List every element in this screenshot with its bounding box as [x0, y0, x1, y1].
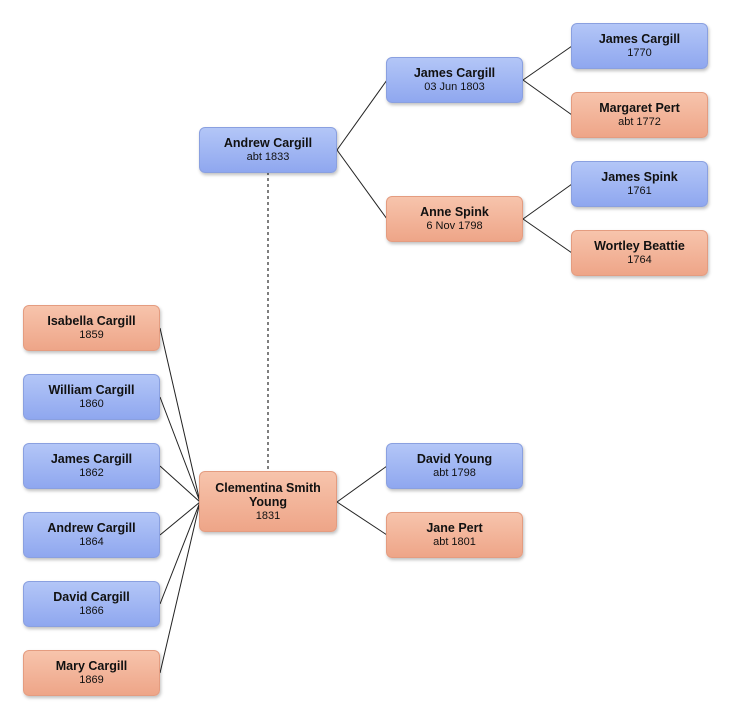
- person-date: 1862: [79, 467, 104, 479]
- person-date: abt 1772: [618, 116, 661, 128]
- person-name: Jane Pert: [426, 521, 483, 535]
- parent-link: [336, 79, 388, 151]
- person-date: 1866: [79, 605, 104, 617]
- child-link: [159, 327, 201, 503]
- person-andrew-cargill-1833[interactable]: Andrew Cargill abt 1833: [199, 127, 337, 173]
- person-date: 1770: [627, 47, 652, 59]
- person-mary-cargill[interactable]: Mary Cargill 1869: [23, 650, 160, 696]
- parent-link: [522, 45, 573, 81]
- person-david-young[interactable]: David Young abt 1798: [386, 443, 523, 489]
- person-name: Margaret Pert: [599, 101, 680, 115]
- parent-link: [522, 183, 573, 220]
- person-clementina-smith-young[interactable]: Clementina Smith Young 1831: [199, 471, 337, 532]
- parent-link: [522, 218, 573, 254]
- person-isabella-cargill[interactable]: Isabella Cargill 1859: [23, 305, 160, 351]
- person-date: abt 1801: [433, 536, 476, 548]
- person-jane-pert[interactable]: Jane Pert abt 1801: [386, 512, 523, 558]
- person-name: Mary Cargill: [55, 659, 128, 673]
- person-william-cargill[interactable]: William Cargill 1860: [23, 374, 160, 420]
- person-margaret-pert[interactable]: Margaret Pert abt 1772: [571, 92, 708, 138]
- person-name: David Young: [416, 452, 493, 466]
- person-name: David Cargill: [53, 590, 130, 604]
- person-james-cargill-1862[interactable]: James Cargill 1862: [23, 443, 160, 489]
- person-james-cargill-1803[interactable]: James Cargill 03 Jun 1803: [386, 57, 523, 103]
- parent-link: [336, 465, 388, 503]
- person-wortley-beattie[interactable]: Wortley Beattie 1764: [571, 230, 708, 276]
- person-name: James Spink: [601, 170, 678, 184]
- person-date: 1869: [79, 674, 104, 686]
- person-date: 1859: [79, 329, 104, 341]
- person-date: 6 Nov 1798: [426, 220, 483, 232]
- person-name: James Cargill: [598, 32, 681, 46]
- person-date: 1860: [79, 398, 104, 410]
- person-date: 03 Jun 1803: [424, 81, 485, 93]
- person-name: Clementina Smith Young: [215, 480, 321, 509]
- person-name: Isabella Cargill: [47, 314, 136, 328]
- person-james-cargill-1770[interactable]: James Cargill 1770: [571, 23, 708, 69]
- person-date: 1831: [255, 509, 281, 522]
- child-link: [159, 501, 201, 605]
- person-anne-spink[interactable]: Anne Spink 6 Nov 1798: [386, 196, 523, 242]
- person-name: James Cargill: [413, 66, 496, 80]
- person-date: abt 1833: [246, 151, 290, 163]
- person-date: 1864: [79, 536, 104, 548]
- person-james-spink[interactable]: James Spink 1761: [571, 161, 708, 207]
- person-name: James Cargill: [50, 452, 133, 466]
- person-name: Anne Spink: [420, 205, 489, 219]
- child-link: [159, 501, 201, 674]
- person-david-cargill[interactable]: David Cargill 1866: [23, 581, 160, 627]
- person-name: Andrew Cargill: [223, 136, 313, 150]
- person-date: abt 1798: [433, 467, 476, 479]
- child-link: [159, 501, 201, 536]
- child-link: [159, 465, 201, 503]
- parent-link: [336, 149, 388, 220]
- person-name: Wortley Beattie: [594, 239, 685, 253]
- person-date: 1761: [627, 185, 652, 197]
- person-name: Andrew Cargill: [47, 521, 136, 535]
- parent-link: [522, 79, 573, 116]
- person-andrew-cargill-1864[interactable]: Andrew Cargill 1864: [23, 512, 160, 558]
- parent-link: [336, 501, 388, 536]
- person-date: 1764: [627, 254, 652, 266]
- child-link: [159, 396, 201, 503]
- person-name: William Cargill: [48, 383, 135, 397]
